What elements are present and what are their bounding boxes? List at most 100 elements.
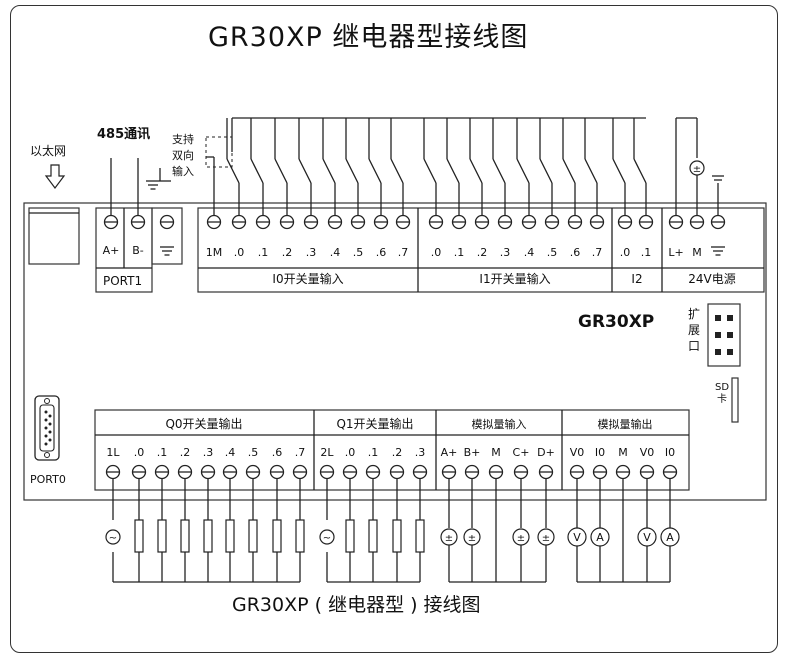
ground-column bbox=[151, 207, 183, 265]
sd-card-slot bbox=[731, 377, 739, 423]
terminal-label: .0 bbox=[431, 246, 442, 259]
bidirectional-note-1: 支持 bbox=[172, 133, 194, 146]
meter-symbol: A bbox=[666, 531, 674, 544]
terminal-label: .3 bbox=[415, 446, 426, 459]
model-label: GR30XP bbox=[578, 312, 655, 332]
group-label: I0开关量输入 bbox=[272, 271, 343, 286]
sd-label: SD卡 bbox=[714, 382, 730, 405]
terminal-label: .1 bbox=[641, 246, 652, 259]
terminal-label: L+ bbox=[668, 246, 683, 259]
load-icon bbox=[180, 519, 190, 553]
switch-contact bbox=[274, 158, 288, 184]
ethernet-port bbox=[28, 207, 80, 265]
load-icon bbox=[248, 519, 258, 553]
connector-pin bbox=[727, 349, 733, 355]
load-icon bbox=[157, 519, 167, 553]
plc-body bbox=[23, 202, 767, 501]
input-strip bbox=[197, 207, 765, 293]
expansion-label: 扩展口 bbox=[688, 307, 701, 353]
ethernet-label: 以太网 bbox=[30, 144, 67, 158]
ac-source-icon bbox=[105, 529, 121, 545]
switch-contact bbox=[612, 158, 626, 184]
switch-contact bbox=[298, 158, 312, 184]
terminal-label: .5 bbox=[353, 246, 364, 259]
rs485-label: 485通讯 bbox=[97, 127, 151, 142]
port0-label: PORT0 bbox=[30, 473, 66, 486]
load-icon bbox=[203, 519, 213, 553]
switch-contact bbox=[322, 158, 336, 184]
switch-contact bbox=[368, 158, 382, 184]
terminal-label: .4 bbox=[524, 246, 535, 259]
terminal-label: I0 bbox=[665, 446, 675, 459]
source-symbol: ± bbox=[517, 533, 525, 544]
terminal-label: .4 bbox=[225, 446, 236, 459]
connector-pin bbox=[727, 332, 733, 338]
connector-pin bbox=[48, 422, 52, 426]
terminal-label: .6 bbox=[272, 446, 283, 459]
terminal-label: .7 bbox=[295, 446, 306, 459]
terminal-label: .2 bbox=[180, 446, 191, 459]
terminal-label: V0 bbox=[570, 446, 585, 459]
source-symbol: ± bbox=[445, 533, 453, 544]
bidirectional-note-2: 双向 bbox=[172, 149, 194, 162]
connector-pin bbox=[48, 430, 52, 434]
connector-pin bbox=[48, 438, 52, 442]
terminal-label: .5 bbox=[248, 446, 259, 459]
terminal-label: .5 bbox=[547, 246, 558, 259]
connector-pin bbox=[48, 414, 52, 418]
bottom-title: GR30XP ( 继电器型 ) 接线图 bbox=[232, 594, 481, 616]
switch-contact bbox=[423, 158, 437, 184]
terminal-label: M bbox=[491, 446, 501, 459]
terminal-label: .1 bbox=[454, 246, 465, 259]
port0-connector-inner bbox=[39, 404, 55, 452]
page-title: GR30XP 继电器型接线图 bbox=[208, 22, 529, 53]
terminal-label: .3 bbox=[306, 246, 317, 259]
terminal-label: .1 bbox=[258, 246, 269, 259]
terminal-label: .2 bbox=[477, 246, 488, 259]
load-icon bbox=[392, 519, 402, 553]
terminal-label: 1M bbox=[206, 246, 223, 259]
terminal-label: M bbox=[618, 446, 628, 459]
screw-hole bbox=[44, 398, 50, 404]
connector-pin bbox=[727, 315, 733, 321]
output-strip bbox=[94, 409, 690, 491]
terminal-label: .6 bbox=[570, 246, 581, 259]
terminal-label: .7 bbox=[592, 246, 603, 259]
connector-pin bbox=[44, 426, 48, 430]
load-icon bbox=[345, 519, 355, 553]
group-label: I1开关量输入 bbox=[479, 271, 550, 286]
load-icon bbox=[415, 519, 425, 553]
terminal-label: .2 bbox=[392, 446, 403, 459]
switch-contact bbox=[250, 158, 264, 184]
switch-contact bbox=[345, 158, 359, 184]
terminal-label: .2 bbox=[282, 246, 293, 259]
connector-pin bbox=[715, 315, 721, 321]
terminal-label: .1 bbox=[368, 446, 379, 459]
terminal-label: V0 bbox=[640, 446, 655, 459]
source-symbol: ± bbox=[468, 533, 476, 544]
group-label: I2 bbox=[631, 272, 642, 286]
connector-pin bbox=[44, 434, 48, 438]
terminal-label: A+ bbox=[103, 244, 120, 257]
group-label: 模拟量输出 bbox=[598, 417, 653, 431]
switch-contact bbox=[226, 158, 240, 184]
group-label: Q1开关量输出 bbox=[336, 416, 413, 431]
switch-contact bbox=[469, 158, 483, 184]
switch-contact bbox=[446, 158, 460, 184]
terminal-label: .4 bbox=[330, 246, 341, 259]
terminal-label: .0 bbox=[345, 446, 356, 459]
switch-contact bbox=[390, 158, 404, 184]
terminal-label: I0 bbox=[595, 446, 605, 459]
terminal-label: .0 bbox=[134, 446, 145, 459]
meter-symbol: V bbox=[573, 531, 581, 544]
terminal-label: B+ bbox=[464, 446, 481, 459]
load-icon bbox=[295, 519, 305, 553]
source-symbol: ± bbox=[693, 164, 701, 175]
terminal-label: C+ bbox=[513, 446, 530, 459]
switch-contact bbox=[492, 158, 506, 184]
outer-frame bbox=[10, 5, 778, 653]
terminal-label: A+ bbox=[441, 446, 458, 459]
terminal-label: .3 bbox=[500, 246, 511, 259]
switch-contact bbox=[539, 158, 553, 184]
